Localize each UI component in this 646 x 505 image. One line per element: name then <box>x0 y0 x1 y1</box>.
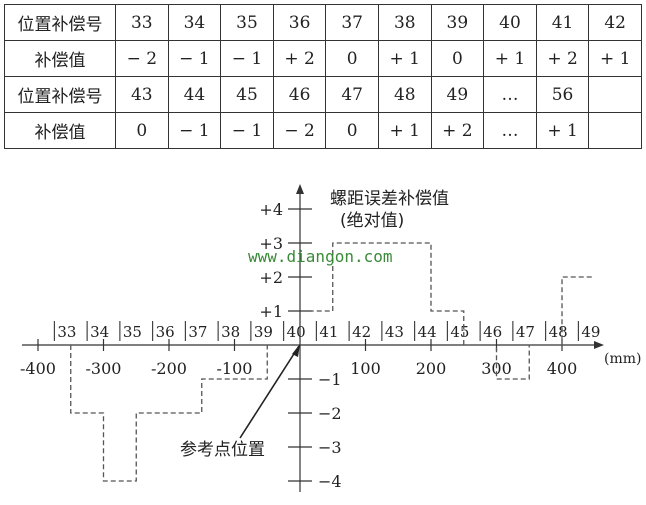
row-header: 位置补偿号 <box>4 76 116 113</box>
table-cell: + 2 <box>430 112 485 149</box>
y-tick-label: −4 <box>318 472 342 491</box>
table-cell: − 1 <box>220 112 274 149</box>
table-cell: … <box>483 76 537 113</box>
diagram-title-line2: (绝对值) <box>340 211 404 231</box>
table-cell: − 2 <box>115 40 169 77</box>
y-tick-label: −1 <box>318 370 342 389</box>
table-cell: 43 <box>115 76 169 113</box>
row-header: 补偿值 <box>4 112 116 149</box>
segment-label: 44 <box>418 323 437 341</box>
table-cell: 47 <box>325 76 379 113</box>
reference-point-label: 参考点位置 <box>180 440 265 460</box>
table-cell: + 2 <box>272 40 327 77</box>
segment-label: 38 <box>221 323 240 341</box>
y-tick-label: +2 <box>259 268 283 287</box>
y-ticks: +4 +3 +2 +1 −1 −2 −3 −4 <box>259 200 341 491</box>
x-tick-label: 100 <box>350 359 381 378</box>
table-cell: 45 <box>220 76 274 113</box>
table-cell: 0 <box>115 112 169 149</box>
table-cell: 0 <box>430 40 485 77</box>
segment-label: 34 <box>90 323 109 341</box>
table-cell: 33 <box>115 4 169 41</box>
segment-labels: 33 34 35 36 37 38 39 40 41 42 43 44 45 46 47 48 49 <box>53 321 600 341</box>
table-cell: 36 <box>272 4 327 41</box>
table-cell <box>588 112 642 149</box>
segment-label: 37 <box>188 323 207 341</box>
table-cell: 35 <box>220 4 274 41</box>
table-cell: 44 <box>167 76 222 113</box>
reference-pointer <box>239 345 300 439</box>
segment-label: 41 <box>319 323 338 341</box>
y-tick-label: −3 <box>318 438 342 457</box>
table-cell: − 1 <box>167 112 222 149</box>
table-cell: 34 <box>167 4 222 41</box>
table-cell: + 1 <box>377 40 432 77</box>
segment-label: 49 <box>581 323 600 341</box>
table-cell: 42 <box>588 4 642 41</box>
y-tick-label: +4 <box>259 200 283 219</box>
row-header: 补偿值 <box>4 40 116 77</box>
x-tick-label: -200 <box>151 359 187 378</box>
table-cell: 40 <box>483 4 537 41</box>
segment-label: 46 <box>483 323 502 341</box>
segment-label: 47 <box>516 323 535 341</box>
table-cell: + 1 <box>535 112 590 149</box>
table-cell: 41 <box>535 4 590 41</box>
x-tick-label: 400 <box>547 359 578 378</box>
segment-label: 48 <box>549 323 568 341</box>
x-axis-arrow <box>594 341 604 349</box>
row-header: 位置补偿号 <box>4 4 116 41</box>
table-cell: − 1 <box>220 40 274 77</box>
table-cell: + 2 <box>535 40 590 77</box>
x-ticks: -400 -300 -200 -100 100 200 300 400 <box>20 339 577 378</box>
table-cell: 49 <box>430 76 485 113</box>
table-cell: … <box>483 112 537 149</box>
table-cell: 48 <box>377 76 432 113</box>
reference-arrow <box>292 344 300 357</box>
table-cell <box>588 76 642 113</box>
table-cell: − 1 <box>167 40 222 77</box>
x-axis-unit: (mm) <box>604 351 641 367</box>
segment-label: 36 <box>156 323 175 341</box>
table-cell: − 2 <box>272 112 327 149</box>
compensation-diagram: +4 +3 +2 +1 −1 −2 −3 −4 -400 -300 -200 -100 100 200 3… <box>20 184 641 492</box>
y-axis-arrow <box>296 184 304 194</box>
table-cell: 46 <box>272 76 327 113</box>
x-tick-label: -100 <box>217 359 253 378</box>
segment-label: 42 <box>352 323 371 341</box>
segment-label: 40 <box>287 323 306 341</box>
segment-label: 45 <box>450 323 469 341</box>
table-cell: + 1 <box>377 112 432 149</box>
table-cell: 56 <box>535 76 590 113</box>
table-cell: 37 <box>325 4 379 41</box>
table-cell: + 1 <box>588 40 642 77</box>
segment-label: 35 <box>123 323 142 341</box>
x-tick-label: -300 <box>86 359 122 378</box>
segment-label: 33 <box>57 323 76 341</box>
compensation-step-line <box>70 242 595 482</box>
x-tick-label: 300 <box>481 359 512 378</box>
table-cell: 0 <box>325 40 379 77</box>
table-cell: 39 <box>430 4 485 41</box>
segment-label: 39 <box>254 323 273 341</box>
table-cell: 38 <box>377 4 432 41</box>
table-cell: 0 <box>325 112 379 149</box>
diagram-title-line1: 螺距误差补偿值 <box>330 189 449 209</box>
x-tick-label: -400 <box>20 359 56 378</box>
segment-label: 43 <box>385 323 404 341</box>
table-cell: + 1 <box>483 40 537 77</box>
y-tick-label: +3 <box>259 234 283 253</box>
y-tick-label: −2 <box>318 404 342 423</box>
y-tick-label: +1 <box>259 302 283 321</box>
x-tick-label: 200 <box>416 359 447 378</box>
watermark: www.diangon.com <box>248 247 393 266</box>
